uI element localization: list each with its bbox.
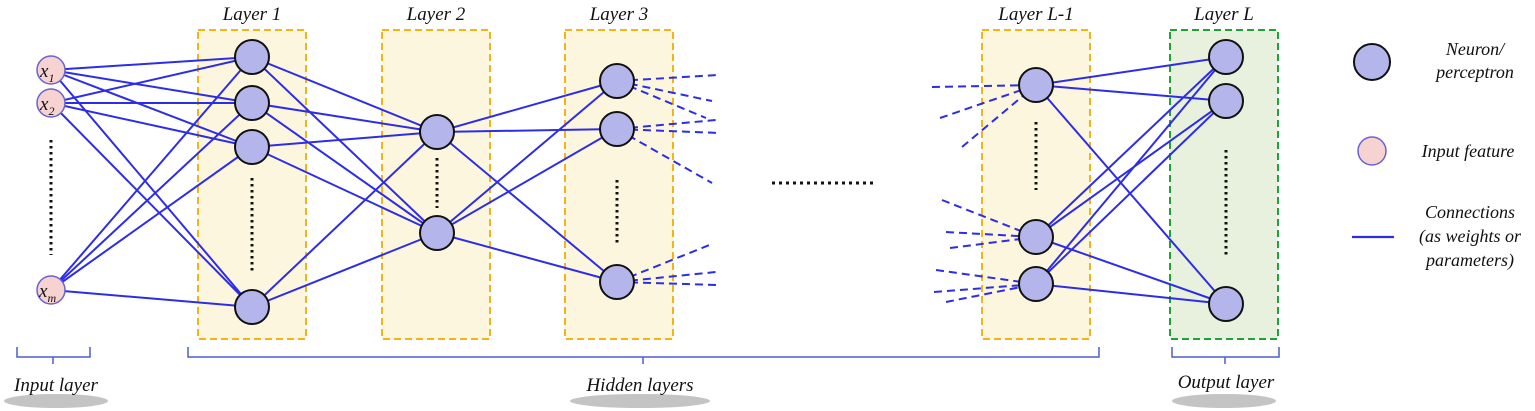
layer-2-neuron: [419, 215, 455, 251]
connection-input-layer1: [50, 56, 253, 104]
layer-l-minus-1-neuron: [1018, 219, 1054, 255]
connection-layerl1-layerl: [1035, 100, 1227, 285]
dashed-connections: [616, 74, 1037, 303]
vertical-ellipses: [49, 122, 1228, 272]
svg-text:x1: x1: [39, 61, 54, 85]
dashed-connection-out: [616, 128, 713, 184]
layer-1-neuron: [234, 289, 270, 325]
connection-layerl1-layerl: [1035, 283, 1227, 305]
input-subscript: 2: [48, 104, 54, 118]
connection-layer2-layer3: [436, 80, 618, 133]
braces: [16, 347, 1280, 364]
connection-layerl1-layerl: [1035, 84, 1227, 102]
input-symbol: x: [39, 94, 49, 115]
layer-l-neuron: [1208, 83, 1244, 119]
output-layer-brace: [1171, 347, 1280, 364]
connection-layer1-layer2: [251, 232, 438, 308]
layer-l-neuron: [1208, 39, 1244, 75]
output-layer-label: Output layer: [1178, 372, 1275, 393]
layer-3-neuron: [599, 63, 635, 99]
input-subscript: m: [47, 291, 56, 305]
layer-2-title: Layer 2: [406, 4, 466, 25]
layer-l-minus-1-neuron: [1018, 67, 1054, 103]
input-feature-xm: xm: [36, 275, 66, 305]
connection-layer2-layer3: [436, 80, 618, 234]
layer-1-neuron: [234, 129, 270, 165]
layer-1-neuron: [234, 39, 270, 75]
legend-connections-label-3: parameters): [1424, 250, 1514, 271]
layer-3-title: Layer 3: [589, 4, 649, 25]
layer-l-neuron: [1208, 286, 1244, 322]
layer-l-title: Layer L: [1193, 4, 1254, 25]
connection-layer2-layer3: [436, 128, 618, 133]
connection-layer1-layer2: [251, 56, 438, 133]
input-features: x1 x2 xm: [36, 55, 66, 305]
input-subscript: 1: [48, 71, 54, 85]
hidden-layers-label: Hidden layers: [585, 375, 693, 396]
layer-2-neuron: [419, 114, 455, 150]
connection-layer2-layer3: [436, 232, 618, 283]
connection-layer1-layer2: [251, 102, 438, 234]
legend-connections-label-1: Connections: [1425, 202, 1515, 222]
legend-neuron-icon: [1353, 43, 1391, 81]
connection-layer1-layer2: [251, 146, 438, 234]
input-feature-x1: x1: [36, 55, 66, 85]
connection-input-layer1: [50, 146, 253, 291]
connection-input-layer1: [50, 102, 253, 291]
legend-input-label: Input feature: [1421, 141, 1515, 161]
connection-layerl1-layerl: [1035, 84, 1227, 305]
dashed-connection-in: [945, 283, 1037, 303]
connection-layerl1-layerl: [1035, 236, 1227, 305]
legend-input-icon: [1357, 136, 1387, 166]
input-node: [36, 275, 66, 305]
svg-text:x2: x2: [39, 94, 54, 118]
legend-connections-label-2: (as weights or: [1419, 226, 1522, 247]
svg-text:xm: xm: [38, 281, 56, 305]
layer-1-neuron: [234, 85, 270, 121]
input-node: [36, 88, 66, 118]
input-feature-x2: x2: [36, 88, 66, 118]
input-layer-label: Input layer: [13, 375, 99, 396]
connection-layerl1-layerl: [1035, 56, 1227, 238]
layer-3-neuron: [599, 264, 635, 300]
input-layer-shadow: [4, 394, 108, 408]
hidden-layers-brace: [187, 347, 1100, 364]
input-symbol: x: [38, 281, 48, 302]
connection-layer1-layer2: [251, 131, 438, 148]
connection-layer2-layer3: [436, 128, 618, 234]
layer-l-minus-1-title: Layer L-1: [997, 4, 1073, 25]
connection-layerl1-layerl: [1035, 56, 1227, 86]
connection-input-layer1: [50, 56, 253, 291]
layer-l-minus-1-neuron: [1018, 266, 1054, 302]
hidden-layers-shadow: [570, 394, 710, 408]
input-node: [36, 55, 66, 85]
legend-neuron-label-1: Neuron/: [1445, 39, 1506, 59]
connection-input-layer1: [50, 69, 253, 104]
layer-1-title: Layer 1: [222, 4, 282, 25]
connection-layer1-layer2: [251, 131, 438, 308]
connection-layer1-layer2: [251, 102, 438, 133]
connection-layerl1-layerl: [1035, 56, 1227, 285]
connection-input-layer1: [50, 289, 253, 308]
connection-input-layer1: [50, 56, 253, 71]
input-symbol: x: [39, 61, 49, 82]
connection-input-layer1: [50, 102, 253, 308]
dashed-connection-in: [945, 231, 1037, 238]
connections: [50, 56, 1227, 308]
output-layer-shadow: [1172, 394, 1276, 408]
connection-layer2-layer3: [436, 131, 618, 283]
connection-layer1-layer2: [251, 56, 438, 234]
label-shadows: [4, 394, 1276, 408]
dashed-connection-in: [931, 84, 1037, 88]
input-layer-brace: [16, 347, 91, 364]
legend: Neuron/ perceptron Input feature Connect…: [1352, 39, 1522, 271]
neurons: [234, 39, 1244, 325]
connection-input-layer1: [50, 102, 253, 148]
legend-neuron-label-2: perceptron: [1434, 62, 1514, 82]
layer-3-neuron: [599, 111, 635, 147]
